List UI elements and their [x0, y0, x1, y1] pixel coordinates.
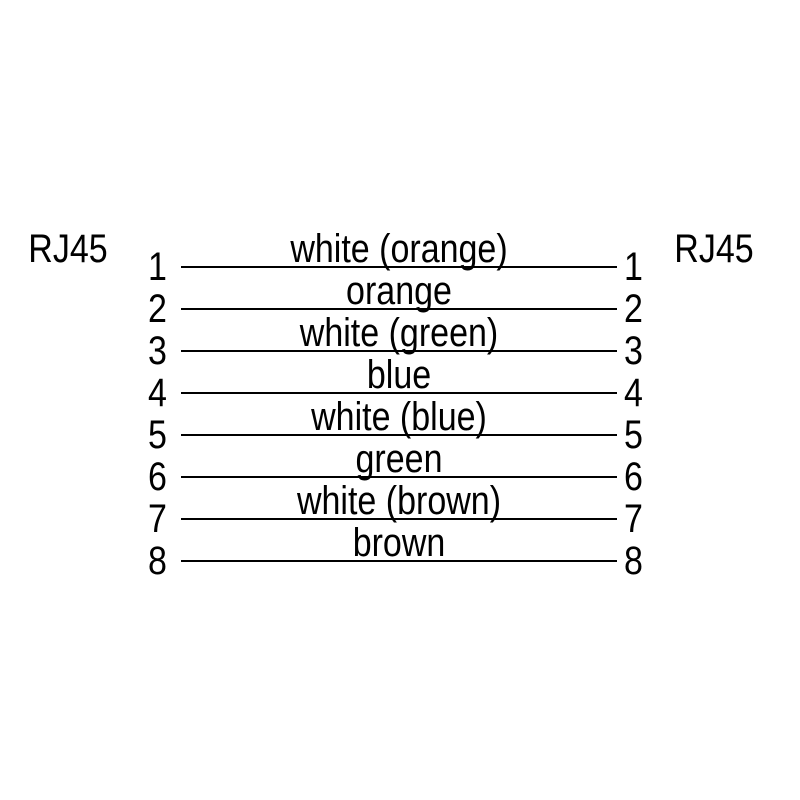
wire-color-label: white (blue) — [311, 395, 487, 439]
wire-line — [181, 350, 617, 352]
pin-number-left: 2 — [148, 287, 167, 331]
wire-line — [181, 266, 617, 268]
wire-color-label: white (orange) — [290, 227, 508, 271]
pin-number-left: 5 — [148, 413, 167, 457]
pin-number-right: 6 — [624, 455, 643, 499]
wire-line — [181, 434, 617, 436]
wire-line — [181, 476, 617, 478]
pin-number-left: 6 — [148, 455, 167, 499]
pin-number-right: 5 — [624, 413, 643, 457]
pin-number-right: 3 — [624, 329, 643, 373]
wire-color-label: orange — [346, 269, 452, 313]
wire-line — [181, 518, 617, 520]
pin-number-right: 1 — [624, 245, 643, 289]
pin-number-right: 8 — [624, 539, 643, 583]
pin-number-right: 2 — [624, 287, 643, 331]
pin-number-left: 1 — [148, 245, 167, 289]
wire-color-label: green — [355, 437, 443, 481]
wire-color-label: blue — [366, 353, 432, 397]
right-connector-title: RJ45 — [674, 227, 754, 271]
wire-line — [181, 560, 617, 562]
wire-color-label: white (brown) — [296, 479, 502, 523]
left-connector-title: RJ45 — [28, 227, 108, 271]
pin-number-left: 4 — [148, 371, 167, 415]
wire-line — [181, 308, 617, 310]
pin-number-right: 4 — [624, 371, 643, 415]
pin-number-left: 3 — [148, 329, 167, 373]
wire-line — [181, 392, 617, 394]
pin-number-left: 7 — [148, 497, 167, 541]
wire-color-label: white (green) — [299, 311, 499, 355]
wire-color-label: brown — [352, 521, 446, 565]
pin-number-left: 8 — [148, 539, 167, 583]
pin-number-right: 7 — [624, 497, 643, 541]
